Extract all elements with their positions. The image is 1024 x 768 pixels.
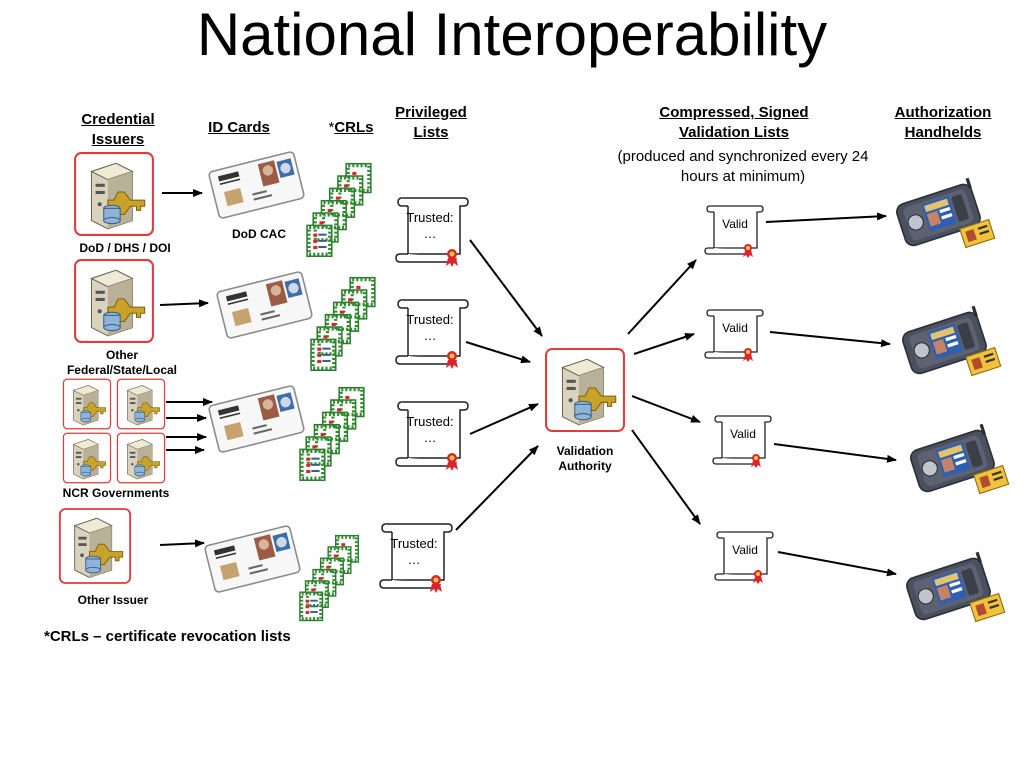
authorization-handheld-4-icon [900,550,1010,626]
issuer-label-other: Other Issuer [77,593,149,607]
privileged-list-4: Trusted:… [376,518,456,594]
arrow-valid-2-to-handheld [769,331,891,348]
validation-authority-label: Validation Authority [556,444,614,473]
authorization-handheld-1-icon [890,176,1000,252]
ncr-server-3-icon [62,432,112,484]
trusted-label: Trusted: [406,210,454,225]
privileged-list-trusted: Trusted:… [404,312,456,344]
crls-asterisk: * [328,119,335,136]
issuer-label-other-federal: Other Federal/State/Local [66,348,178,377]
ncr-server-4-icon [116,432,166,484]
arrow-list-3-to-authority [469,403,539,435]
privileged-list-1: Trusted:… [392,192,472,268]
arrow-valid-1-to-handheld [765,212,887,223]
header-validation-lists: Compressed, Signed Validation Lists [659,104,809,141]
header-id-cards: ID Cards [208,119,270,136]
id-card-other-issuer-icon [200,520,304,594]
issuer-server-dod-icon [73,151,155,237]
card-label-dod-cac: DoD CAC [232,227,286,241]
id-card-ncr-icon [204,380,308,454]
validation-list-1: Valid [702,202,766,258]
header-authorization-handhelds: Authorization Handhelds [894,104,992,141]
header-crls: *CRLs [316,118,386,138]
validation-list-4: Valid [712,528,776,584]
arrow-authority-to-valid-2 [633,333,695,355]
valid-label: Valid [722,217,748,231]
arrow-list-1-to-authority [469,239,543,337]
arrow-valid-4-to-handheld [777,551,897,577]
arrow-issuer-federal-to-card [159,299,209,308]
id-card-dod-cac-icon [204,146,308,220]
arrow-issuer-other-to-card [159,539,205,548]
valid-label: Valid [730,427,756,441]
header-privileged-lists: Privileged Lists [395,104,467,141]
arrow-valid-3-to-handheld [773,443,897,463]
arrow-authority-to-valid-4 [631,429,701,525]
issuer-server-other-icon [58,506,132,586]
trusted-label: Trusted: [390,536,438,551]
trusted-label: Trusted: [406,414,454,429]
privileged-list-trusted: Trusted:… [388,536,440,568]
trusted-ellipsis: … [407,552,421,567]
crl-stack-1-icon [305,160,377,262]
crl-stack-4-icon [298,532,364,626]
crl-stack-2-icon [309,274,381,376]
authorization-handheld-3-icon [904,422,1014,498]
validation-list-3: Valid [710,412,774,468]
issuer-server-other-federal-icon [73,258,155,344]
privileged-list-trusted: Trusted:… [404,414,456,446]
trusted-ellipsis: … [423,226,437,241]
crls-text: CRLs [334,119,374,136]
header-credential-issuers: Credential Issuers [81,111,155,148]
trusted-ellipsis: … [423,328,437,343]
id-card-other-federal-icon [212,266,316,340]
issuer-label-ncr: NCR Governments [62,486,170,500]
page-title: National Interoperability [196,1,828,68]
trusted-ellipsis: … [423,430,437,445]
trusted-label: Trusted: [406,312,454,327]
ncr-server-1-icon [62,378,112,430]
crl-footnote: *CRLs – certificate revocation lists [44,628,291,645]
crl-stack-3-icon [298,384,370,486]
arrow-authority-to-valid-1 [627,259,697,335]
validation-lists-note: (produced and synchronized every 24 hour… [617,148,869,185]
validation-list-2: Valid [702,306,766,362]
ncr-server-2-icon [116,378,166,430]
issuer-label-dod: DoD / DHS / DOI [79,241,171,255]
privileged-list-2: Trusted:… [392,294,472,370]
valid-label: Valid [722,321,748,335]
privileged-list-trusted: Trusted:… [404,210,456,242]
privileged-list-3: Trusted:… [392,396,472,472]
arrow-authority-to-valid-3 [631,395,701,423]
authorization-handheld-2-icon [896,304,1006,380]
valid-label: Valid [732,543,758,557]
validation-authority-server-icon [544,346,626,434]
arrow-list-2-to-authority [465,341,531,364]
